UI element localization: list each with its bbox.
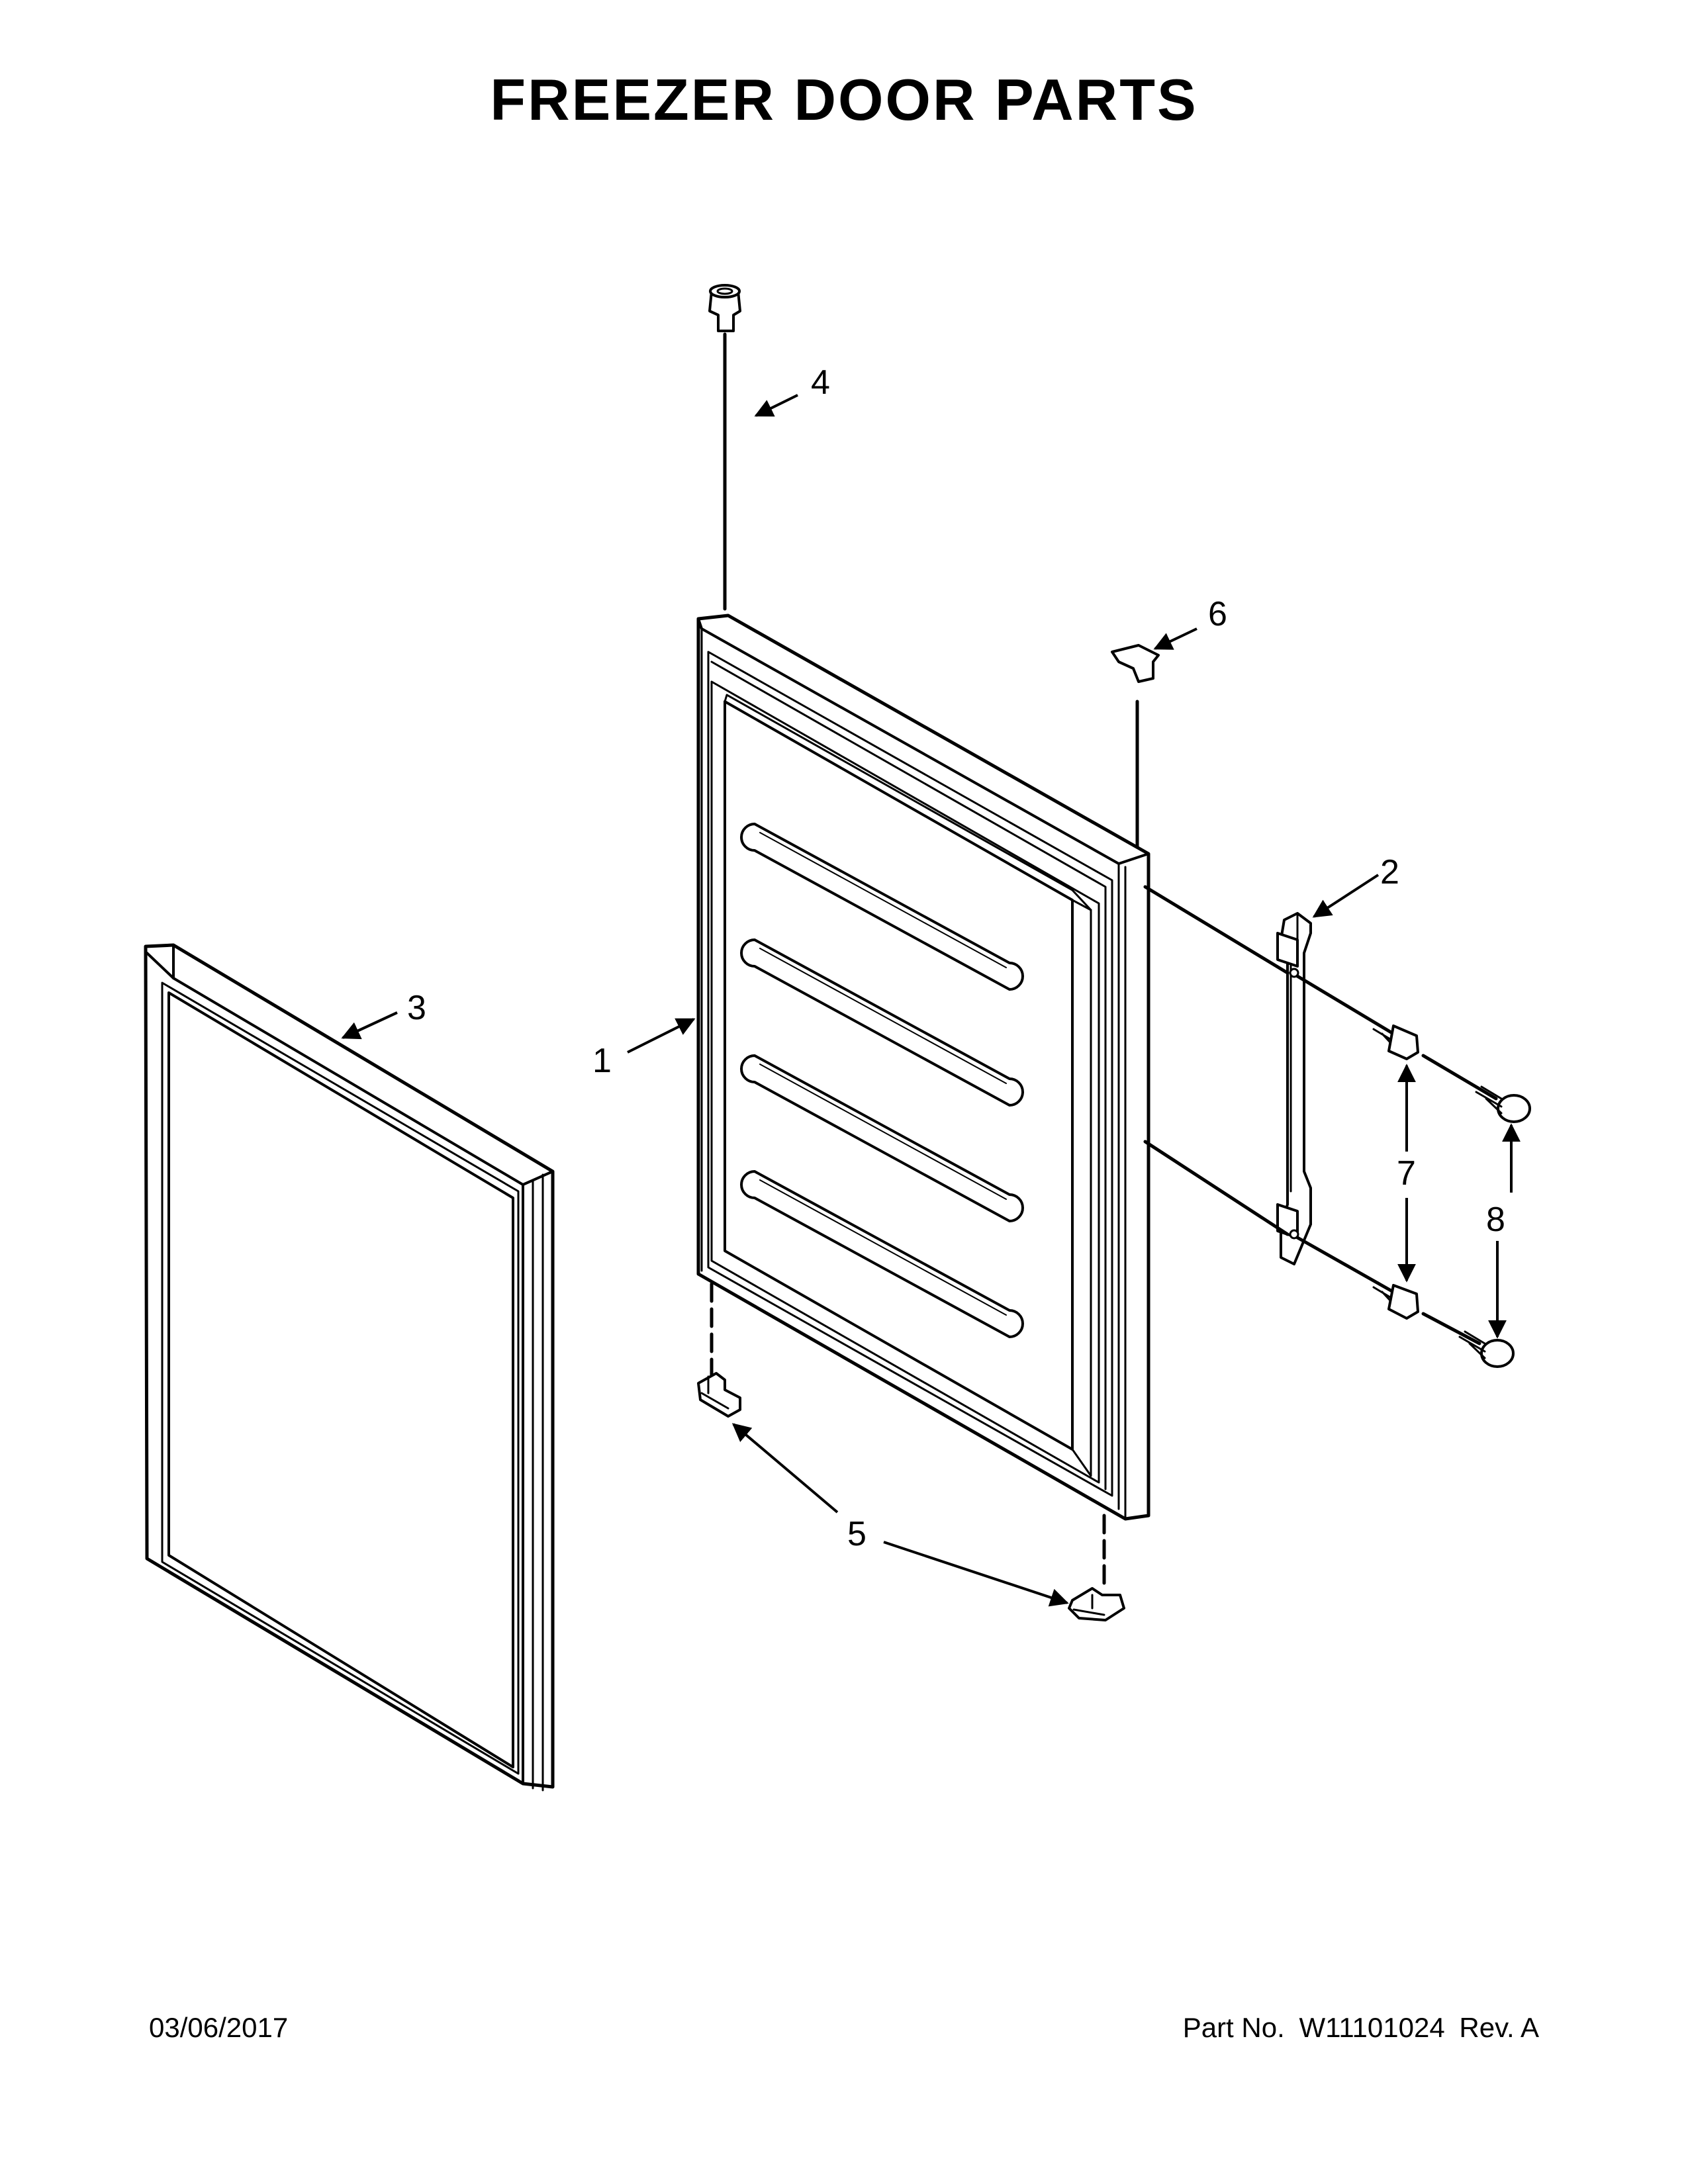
door-shelf-rib (740, 1170, 1024, 1338)
leader-5b (883, 1541, 1069, 1607)
handle-screw-lower-7 (1295, 1236, 1419, 1320)
callout-2: 2 (1380, 853, 1399, 891)
leader-2 (1312, 874, 1380, 918)
freezer-door (696, 614, 1150, 1521)
bottom-hinge-right (1068, 1514, 1125, 1621)
leader-1 (627, 1018, 696, 1054)
handle-screw-upper-7 (1295, 974, 1419, 1060)
callout-5: 5 (847, 1515, 867, 1553)
handle-plug-lower-8 (1421, 1312, 1515, 1368)
handle-plug-upper-8 (1421, 1054, 1531, 1123)
part-no-value: W11101024 (1299, 2012, 1445, 2043)
page-title: FREEZER DOOR PARTS (490, 67, 1198, 132)
door-shelf-rib (740, 823, 1024, 991)
footer-part-number: Part No. W11101024 Rev. A (1176, 2012, 1539, 2044)
door-shelf-rib (740, 938, 1024, 1107)
leader-4 (754, 394, 798, 417)
door-shelf-rib (740, 1054, 1024, 1222)
door-gasket (144, 943, 555, 1792)
callout-7: 7 (1397, 1154, 1416, 1193)
leader-6 (1153, 627, 1197, 650)
leader-3 (341, 1011, 398, 1040)
callout-4: 4 (811, 363, 830, 402)
top-hinge-bushing (708, 284, 741, 611)
callout-3: 3 (407, 989, 426, 1027)
callout-8: 8 (1486, 1201, 1505, 1239)
part-no-label: Part No. (1182, 2012, 1285, 2043)
footer-date: 03/06/2017 (149, 2012, 289, 2043)
callout-6: 6 (1208, 595, 1227, 633)
callout-leaders (341, 394, 1521, 1607)
leader-5a (731, 1423, 839, 1514)
door-handle (1143, 885, 1312, 1265)
bottom-hinge-left (697, 1282, 741, 1418)
door-stop (1111, 644, 1160, 849)
revision: Rev. A (1459, 2012, 1539, 2043)
callout-1: 1 (592, 1042, 612, 1080)
